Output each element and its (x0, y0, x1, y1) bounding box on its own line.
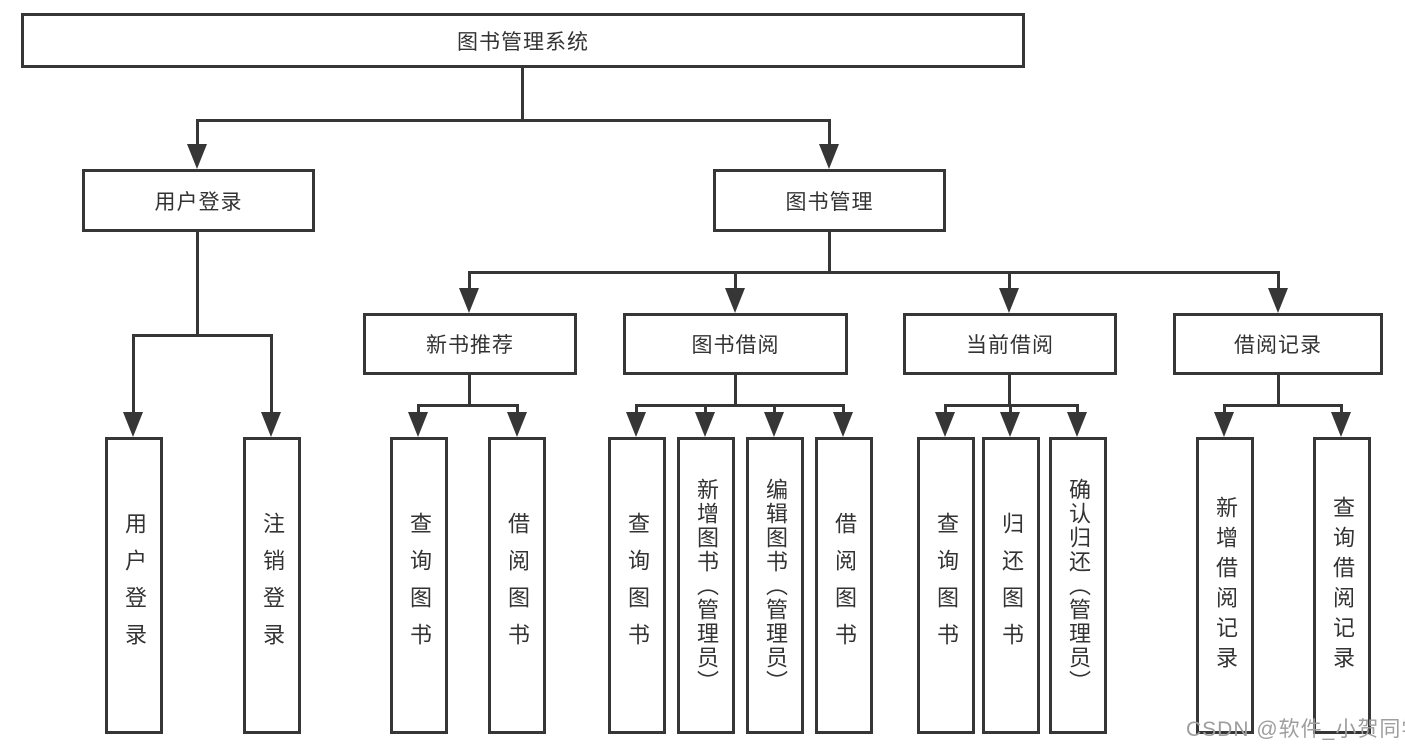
connector-arrow (1067, 412, 1087, 437)
node-leaf-confirm-return-admin: 确认归还（管理员） (1049, 437, 1107, 734)
connector-line (197, 119, 831, 122)
node-leaf-return-books: 归还图书 (982, 437, 1040, 734)
node-leaf-query-books-2: 查询图书 (608, 437, 666, 734)
node-leaf-query-books-1: 查询图书 (390, 437, 448, 734)
connector-line (132, 334, 135, 416)
connector-line (468, 271, 471, 292)
connector-line (828, 232, 831, 274)
node-leaf-add-books-admin: 新增图书（管理员） (677, 437, 735, 734)
connector-arrow (626, 412, 646, 437)
node-book-management: 图书管理 (713, 169, 946, 232)
connector-line (1277, 375, 1280, 406)
connector-arrow (1268, 288, 1288, 313)
connector-line (196, 232, 199, 337)
connector-arrow (123, 412, 143, 437)
connector-line (842, 404, 845, 415)
node-leaf-add-borrow-record: 新增借阅记录 (1196, 437, 1254, 734)
connector-line (1340, 404, 1343, 415)
connector-line (734, 375, 737, 406)
connector-line (417, 404, 519, 407)
connector-arrow (1331, 412, 1351, 437)
connector-line (196, 119, 199, 148)
node-current-borrowing: 当前借阅 (903, 313, 1117, 375)
connector-line (828, 119, 831, 148)
node-borrowing-records: 借阅记录 (1173, 313, 1383, 375)
connector-line (468, 271, 1280, 274)
connector-arrow (408, 412, 428, 437)
connector-line (1076, 404, 1079, 415)
connector-arrow (1214, 412, 1234, 437)
node-new-book-recommendation: 新书推荐 (363, 313, 577, 375)
connector-line (521, 68, 524, 121)
node-book-borrowing: 图书借阅 (623, 313, 848, 375)
node-leaf-logout: 注销登录 (243, 437, 301, 734)
connector-line (773, 404, 776, 415)
node-leaf-user-login: 用户登录 (105, 437, 163, 734)
connector-line (516, 404, 519, 415)
connector-arrow (764, 412, 784, 437)
connector-arrow (459, 288, 479, 313)
connector-line (635, 404, 638, 415)
connector-line (1008, 271, 1011, 292)
connector-line (635, 404, 845, 407)
connector-line (1008, 375, 1011, 406)
connector-arrow (1000, 412, 1020, 437)
node-library-management-system: 图书管理系统 (21, 13, 1025, 68)
watermark: CSDN @软件_小贺同学 (1186, 718, 1405, 741)
connector-arrow (935, 412, 955, 437)
connector-line (944, 404, 947, 415)
connector-line (1223, 404, 1226, 415)
connector-line (417, 404, 420, 415)
node-leaf-query-borrow-record: 查询借阅记录 (1313, 437, 1371, 734)
node-leaf-borrow-books-1: 借阅图书 (488, 437, 546, 734)
connector-line (270, 334, 273, 416)
connector-line (1223, 404, 1343, 407)
connector-arrow (187, 144, 207, 169)
connector-arrow (999, 288, 1019, 313)
connector-line (704, 404, 707, 415)
connector-arrow (833, 412, 853, 437)
node-leaf-borrow-books-2: 借阅图书 (815, 437, 873, 734)
connector-line (734, 271, 737, 292)
connector-arrow (507, 412, 527, 437)
connector-arrow (261, 412, 281, 437)
node-leaf-edit-books-admin: 编辑图书（管理员） (746, 437, 804, 734)
connector-line (1009, 404, 1012, 415)
connector-arrow (819, 144, 839, 169)
node-leaf-query-books-3: 查询图书 (917, 437, 975, 734)
connector-line (132, 334, 273, 337)
connector-arrow (725, 288, 745, 313)
connector-line (1277, 271, 1280, 292)
connector-line (468, 375, 471, 406)
connector-arrow (695, 412, 715, 437)
node-user-login-branch: 用户登录 (82, 169, 315, 232)
